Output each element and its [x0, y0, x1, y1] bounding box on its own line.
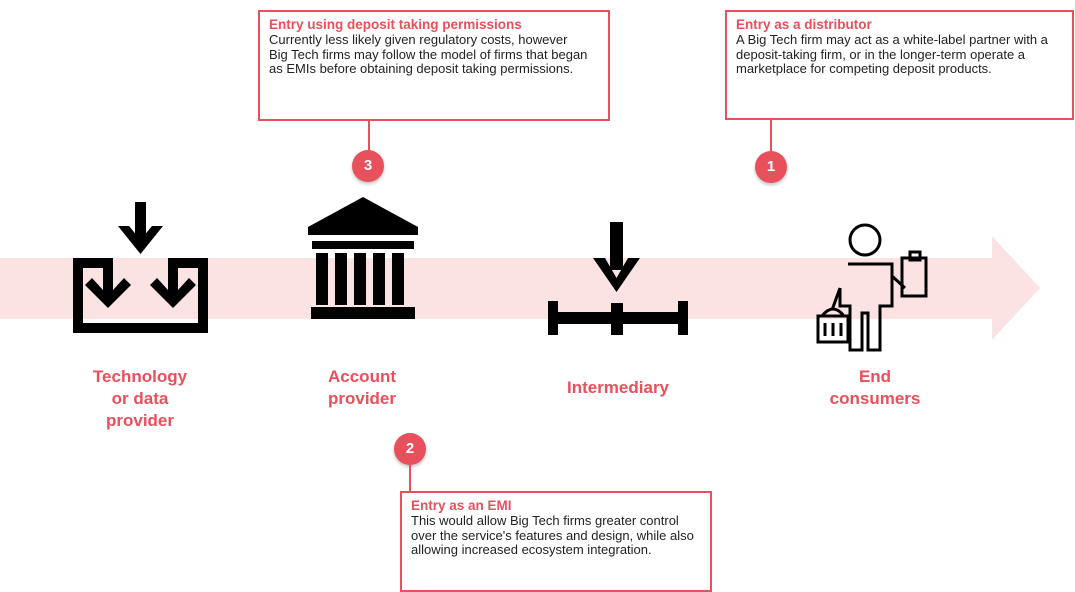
- callout-box-emi: Entry as an EMI This would allow Big Tec…: [400, 491, 712, 592]
- callout-title: Entry as a distributor: [736, 17, 872, 32]
- bank-icon: [308, 197, 418, 319]
- stage-label-technology: Technology or data provider: [92, 367, 188, 430]
- callout-connector: [368, 121, 370, 151]
- callout-title: Entry using deposit taking permissions: [269, 17, 522, 32]
- callout-title: Entry as an EMI: [411, 498, 512, 513]
- stage-label-account-provider: Account provider: [327, 367, 397, 408]
- callout-box-distributor: Entry as a distributor A Big Tech firm m…: [725, 10, 1074, 120]
- callout-text: Currently less likely given regulatory c…: [269, 32, 588, 76]
- flow-arrow-head: [992, 236, 1040, 340]
- stage-label-end-consumers: End consumers: [829, 367, 921, 408]
- callout-connector: [409, 465, 411, 493]
- stage-label-intermediary: Intermediary: [566, 378, 670, 397]
- step-badge-2: 2: [394, 433, 426, 465]
- callout-text: A Big Tech firm may act as a white-label…: [736, 32, 1048, 76]
- step-badge-3: 3: [352, 150, 384, 182]
- step-badge-1: 1: [755, 151, 787, 183]
- shopper-icon: [816, 223, 928, 352]
- callout-box-deposit-permissions: Entry using deposit taking permissions C…: [258, 10, 610, 121]
- callout-text: This would allow Big Tech firms greater …: [411, 513, 694, 557]
- download-into-line-icon: [548, 222, 688, 335]
- callout-connector: [770, 120, 772, 152]
- download-merge-icon: [73, 202, 208, 333]
